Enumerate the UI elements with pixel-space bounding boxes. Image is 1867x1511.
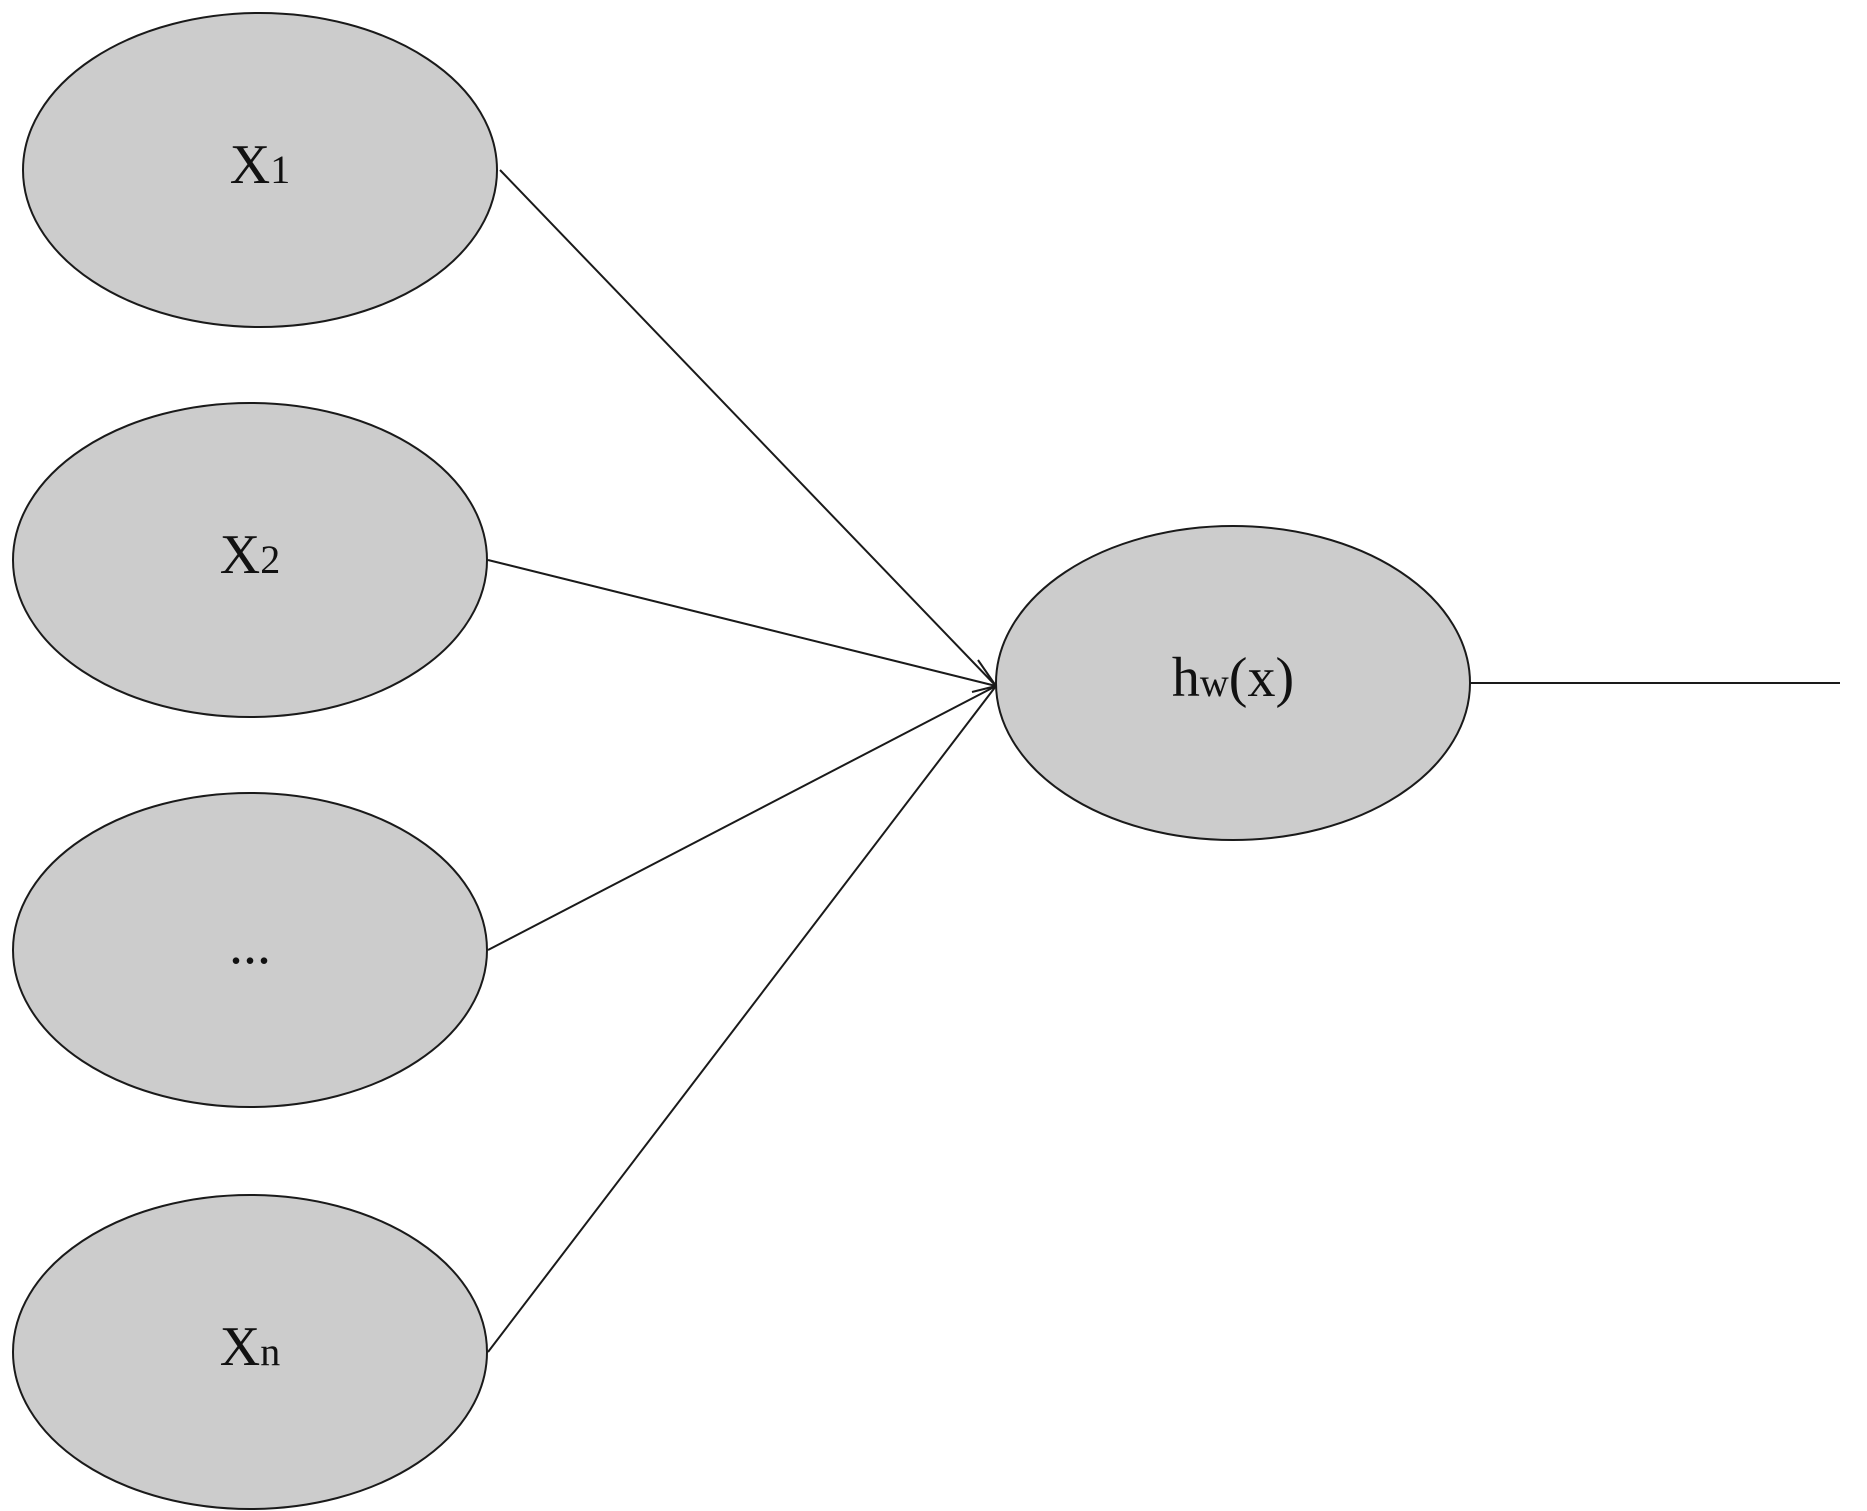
input-node-xn: Xn <box>12 1194 488 1510</box>
input-node-x1: X1 <box>22 12 498 328</box>
input-node-x2-shape <box>12 402 488 718</box>
output-node: hw(x) <box>995 525 1471 841</box>
input-node-x2-label: X2 <box>220 524 280 586</box>
edge-x1-to-output <box>499 169 997 687</box>
output-node-label: hw(x) <box>1172 647 1294 709</box>
input-node-x2: X2 <box>12 402 488 718</box>
edge-xn-to-output <box>487 685 997 1353</box>
input-node-ellipsis-shape <box>12 792 488 1108</box>
arrow-head <box>971 659 997 693</box>
edge-x2-to-output <box>487 559 997 687</box>
edge-ellipsis-to-output <box>487 685 997 951</box>
input-node-ellipsis: ... <box>12 792 488 1108</box>
input-node-xn-label: Xn <box>220 1316 280 1378</box>
input-node-ellipsis-label: ... <box>229 914 271 976</box>
input-node-x1-shape <box>22 12 498 328</box>
output-node-shape <box>995 525 1471 841</box>
input-node-xn-shape <box>12 1194 488 1510</box>
input-node-x1-label: X1 <box>230 134 290 196</box>
